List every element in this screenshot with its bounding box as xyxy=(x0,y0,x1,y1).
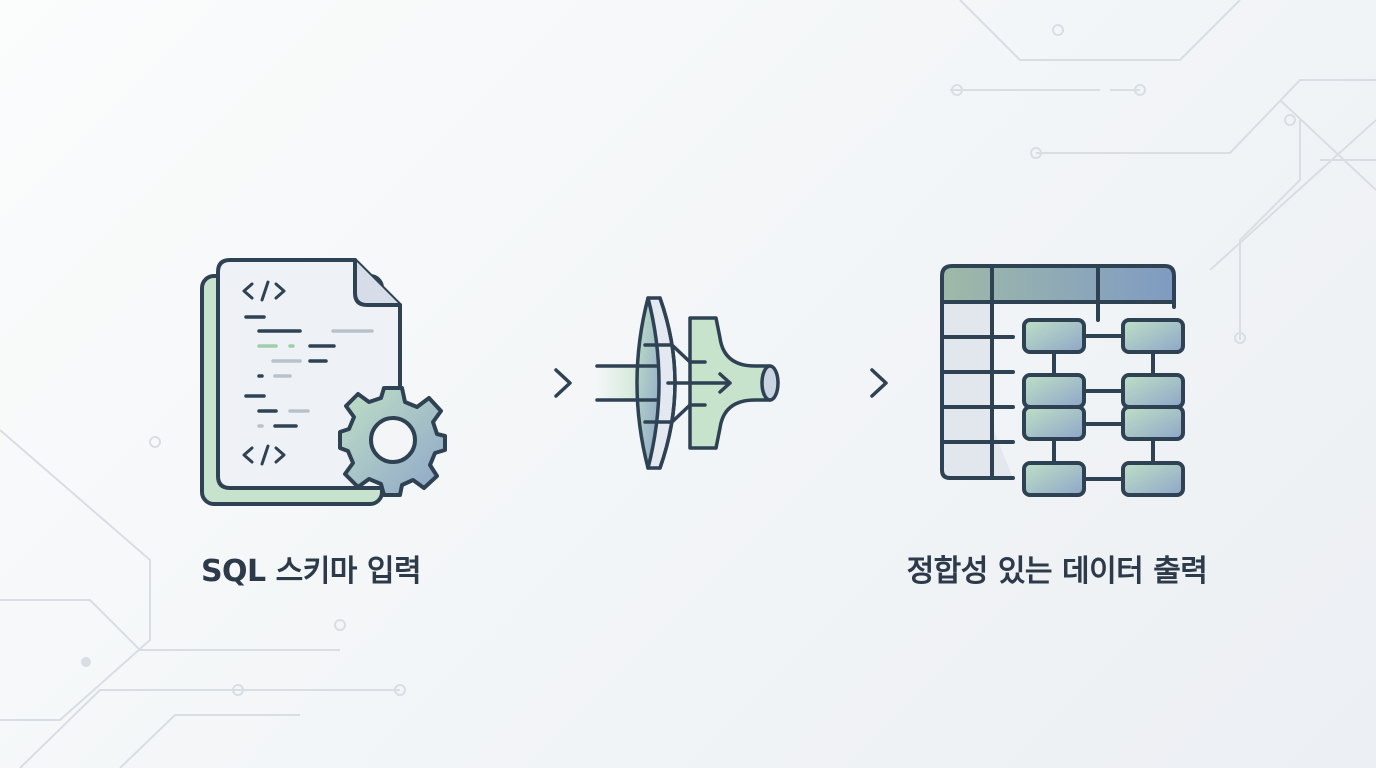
output-step-label: 정합성 있는 데이터 출력 xyxy=(906,554,1208,589)
table-relations-icon xyxy=(940,264,1185,497)
arrow-right-icon xyxy=(803,368,888,398)
sql-document-gear-icon xyxy=(200,258,447,506)
arrow-right-icon xyxy=(488,368,572,398)
funnel-filter-icon xyxy=(595,296,780,470)
input-step-label: SQL 스키마 입력 xyxy=(200,554,422,589)
